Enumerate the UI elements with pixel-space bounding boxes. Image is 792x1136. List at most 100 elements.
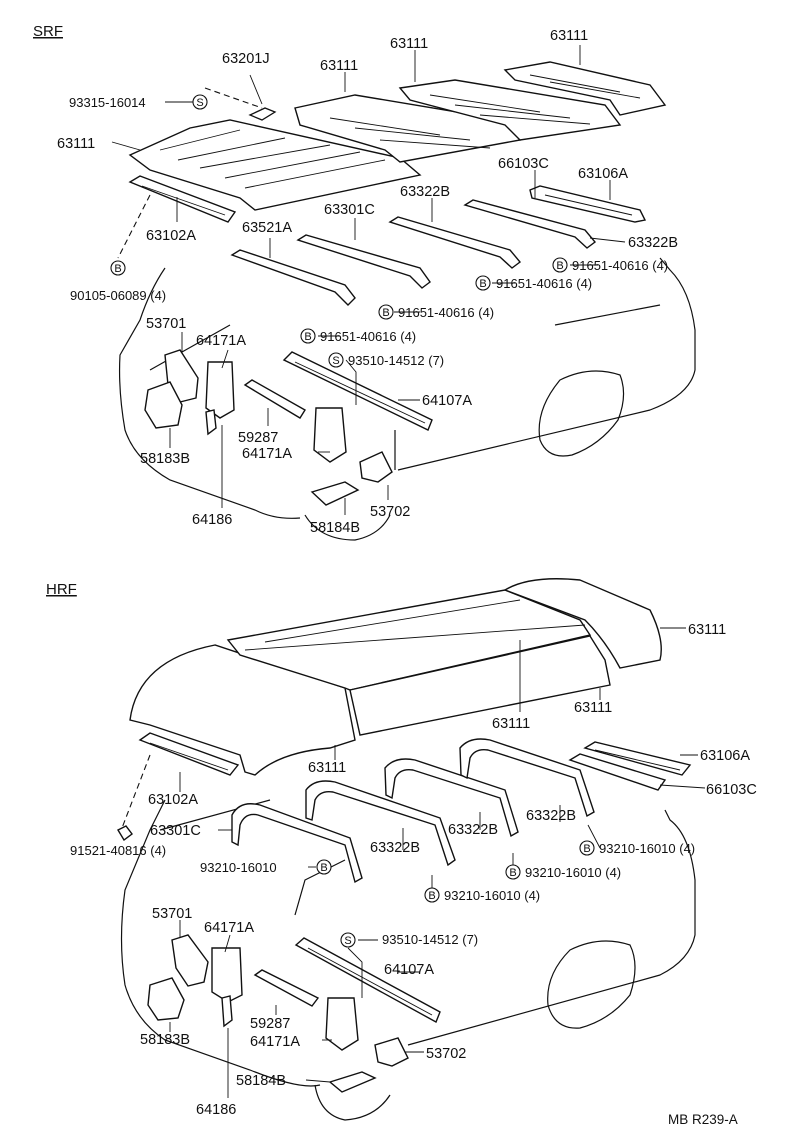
hrf-bow-63322B-a [305, 780, 456, 867]
srf-label-64171A-a: 64171A [196, 333, 246, 349]
hrf-part-59287 [253, 969, 320, 1007]
hrf-roof-side-63111 [349, 635, 611, 736]
figure-reference-code: MB R239-A [668, 1112, 738, 1127]
hrf-leader-lines [169, 627, 706, 1098]
srf-label-63111-c: 63111 [550, 28, 588, 44]
srf-part-64186 [205, 409, 217, 436]
hrf-part-58183B [147, 977, 185, 1021]
hrf-part-64171A-a [211, 947, 243, 1003]
srf-bolt-letter-91651-a: B [556, 260, 563, 272]
srf-roof-panel-2 [294, 94, 522, 163]
hrf-bolt-letter-93210-c: B [509, 867, 516, 879]
hrf-label-64171A-b: 64171A [250, 1034, 300, 1050]
srf-part-64107A [282, 351, 433, 431]
srf-bow-63322B-a [388, 216, 522, 269]
srf-bracket-63201J [248, 107, 277, 121]
hrf-label-93510: 93510-14512 (7) [382, 932, 478, 947]
hrf-label-63322B-c: 63322B [370, 840, 420, 856]
hrf-part-64186 [221, 995, 233, 1028]
hrf-label-63106A: 63106A [700, 748, 750, 764]
srf-part-labels: 63201J 63111 63111 63111 63111 93315-160… [57, 28, 678, 536]
srf-label-58183B: 58183B [140, 451, 190, 467]
hrf-part-labels: 63111 63111 63111 63111 63106A 66103C 63… [70, 622, 757, 1118]
hrf-label-93210-a: 93210-16010 [200, 860, 277, 875]
hrf-part-64171A-b [325, 997, 359, 1051]
srf-label-53702: 53702 [370, 504, 410, 520]
srf-label-66103C: 66103C [498, 156, 549, 172]
srf-roof-bows [230, 185, 647, 306]
hrf-section-title: HRF [46, 581, 77, 598]
srf-part-53702 [359, 451, 393, 483]
srf-label-91651-d: 91651-40616 (4) [320, 329, 416, 344]
srf-label-91651-a: 91651-40616 (4) [572, 258, 668, 273]
hrf-bolt-icon-93210-d [579, 840, 595, 856]
srf-bolt-letter-91651-d: B [304, 331, 311, 343]
srf-bow-63301C [296, 234, 431, 289]
hrf-bolt-icon-93210-c [505, 864, 521, 880]
srf-label-93315: 93315-16014 [69, 95, 146, 110]
srf-part-59287 [243, 379, 306, 419]
hrf-front-header-63102A [138, 732, 240, 776]
hrf-label-63322B-a: 63322B [526, 808, 576, 824]
hrf-label-93210-c: 93210-16010 (4) [525, 865, 621, 880]
hrf-bolt-icon-93210-a [316, 859, 332, 875]
hrf-screw-icon-93510 [340, 932, 356, 948]
hrf-label-63322B-b: 63322B [448, 822, 498, 838]
hrf-bow-63322B-c [459, 738, 595, 818]
srf-part-58184B [310, 481, 360, 506]
srf-screw-letter-93315: S [196, 97, 203, 109]
srf-label-63102A: 63102A [146, 228, 196, 244]
srf-bolt-letter-90105: B [114, 263, 121, 275]
srf-label-63322B-b: 63322B [628, 235, 678, 251]
hrf-nut-icon-91521 [117, 825, 133, 842]
srf-bolt-icon-91651-d [300, 328, 316, 344]
srf-label-63111-b: 63111 [390, 36, 428, 52]
srf-bolt-icon-91651-a [552, 257, 568, 273]
srf-screw-icon-93510 [328, 352, 344, 368]
srf-screw-letter-93510: S [332, 355, 339, 367]
srf-label-63301C: 63301C [324, 202, 375, 218]
hrf-roof-shell [121, 578, 662, 829]
srf-lower-parts [144, 349, 433, 506]
srf-label-64107A: 64107A [422, 393, 472, 409]
hrf-roof-front-63111 [129, 644, 356, 776]
hrf-label-63102A: 63102A [148, 792, 198, 808]
srf-label-64186: 64186 [192, 512, 232, 528]
hrf-label-58184B: 58184B [236, 1073, 286, 1089]
srf-section: SRF [33, 23, 696, 541]
hrf-roof-rear-63111 [503, 578, 662, 669]
hrf-bolt-letter-93210-d: B [583, 843, 590, 855]
srf-label-63201J: 63201J [222, 51, 270, 67]
hrf-label-93210-d: 93210-16010 (4) [599, 841, 695, 856]
hrf-lower-parts [147, 934, 441, 1093]
srf-van-body [118, 257, 696, 541]
hrf-label-66103C: 66103C [706, 782, 757, 798]
srf-bow-63322B-b [463, 199, 597, 249]
hrf-label-63111-b: 63111 [574, 700, 612, 716]
srf-label-91651-b: 91651-40616 (4) [496, 276, 592, 291]
srf-roof-panel-3 [398, 79, 622, 141]
hrf-section: HRF [46, 578, 757, 1121]
srf-part-58183B [144, 381, 183, 429]
hrf-label-64171A-a: 64171A [204, 920, 254, 936]
srf-label-63322B-a: 63322B [400, 184, 450, 200]
srf-label-58184B: 58184B [310, 520, 360, 536]
srf-label-93510: 93510-14512 (7) [348, 353, 444, 368]
srf-bolt-letter-91651-c: B [382, 307, 389, 319]
hrf-label-64186: 64186 [196, 1102, 236, 1118]
srf-leader-lines [111, 45, 626, 515]
hrf-label-63111-c: 63111 [492, 716, 530, 732]
srf-bolt-letter-91651-b: B [479, 278, 486, 290]
srf-label-63111-a: 63111 [320, 58, 358, 74]
hrf-label-63111-a: 63111 [688, 622, 726, 638]
srf-roof-panels [128, 61, 667, 211]
hrf-label-53701: 53701 [152, 906, 192, 922]
srf-label-90105: 90105-06089 (4) [70, 288, 166, 303]
hrf-fastener-badges: B B B B S [117, 825, 595, 948]
srf-part-64171A-a [205, 361, 235, 419]
hrf-label-59287: 59287 [250, 1016, 290, 1032]
srf-label-64171A-b: 64171A [242, 446, 292, 462]
srf-label-59287: 59287 [238, 430, 278, 446]
hrf-bow-63301C [231, 803, 363, 884]
